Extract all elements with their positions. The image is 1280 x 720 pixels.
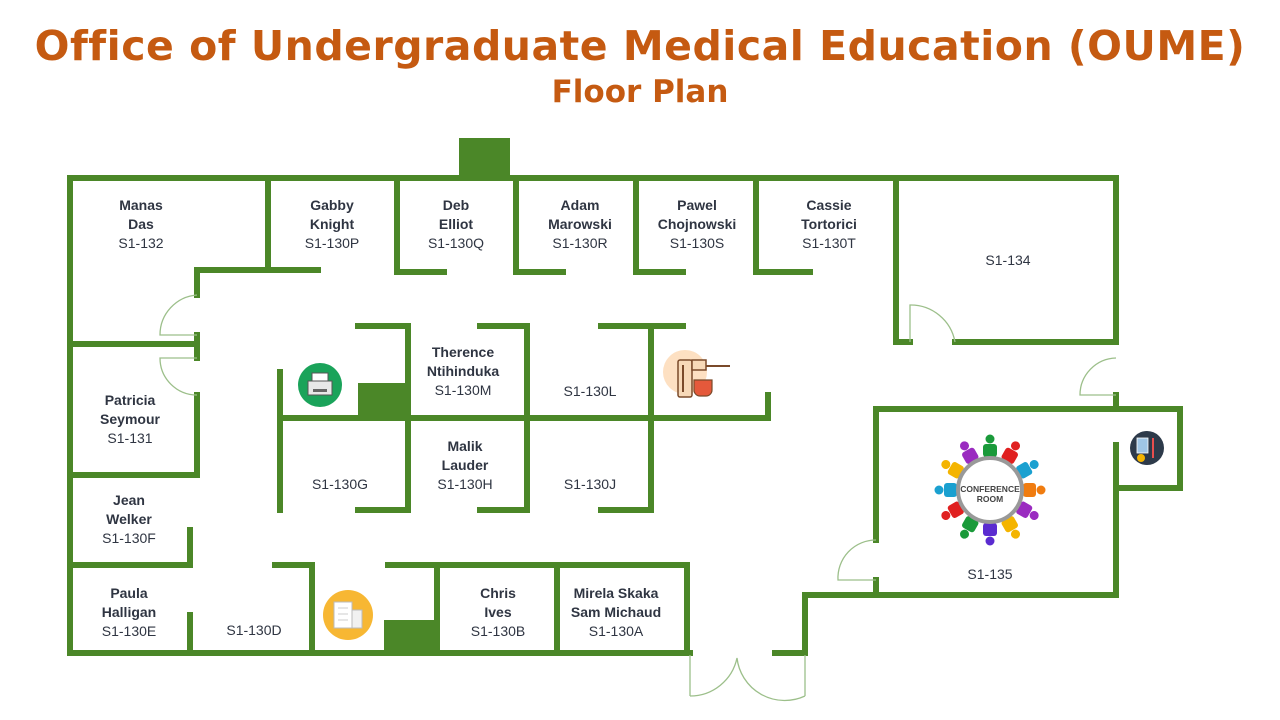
person-icon	[941, 501, 964, 520]
room-number: S1-130Q	[428, 235, 484, 251]
occupant-name: Ntihinduka	[427, 363, 500, 379]
occupant-name: Jean	[113, 492, 145, 508]
room-s1-130s: Pawel Chojnowski S1-130S	[658, 197, 737, 251]
walls	[67, 138, 1183, 656]
person-icon	[1016, 501, 1039, 520]
person-icon	[1016, 460, 1039, 479]
occupant-name: Ives	[484, 604, 511, 620]
printer-icon	[298, 363, 342, 407]
room-number: S1-130D	[226, 622, 281, 638]
occupant-name: Halligan	[102, 604, 156, 620]
room-number: S1-130B	[471, 623, 525, 639]
room-s1-130j: S1-130J	[564, 476, 616, 492]
room-number: S1-132	[118, 235, 163, 251]
room-number: S1-130F	[102, 530, 156, 546]
room-number: S1-130M	[435, 382, 492, 398]
occupant-name: Welker	[106, 511, 152, 527]
room-number: S1-135	[967, 566, 1012, 582]
occupant-name: Knight	[310, 216, 355, 232]
occupant-name: Das	[128, 216, 154, 232]
occupant-name: Sam Michaud	[571, 604, 661, 620]
room-number: S1-131	[107, 430, 152, 446]
room-number: S1-134	[985, 252, 1030, 268]
person-icon	[983, 434, 997, 457]
room-s1-131: Patricia Seymour S1-131	[100, 392, 160, 446]
occupant-name: Chris	[480, 585, 516, 601]
page-subtitle: Floor Plan	[551, 74, 729, 110]
column-block	[358, 383, 408, 418]
copier-icon	[323, 590, 373, 640]
room-s1-135: S1-135	[967, 566, 1012, 582]
occupant-name: Deb	[443, 197, 469, 213]
person-icon	[1023, 483, 1046, 497]
room-s1-130l: S1-130L	[564, 383, 617, 399]
occupant-name: Gabby	[310, 197, 354, 213]
room-s1-130f: Jean Welker S1-130F	[102, 492, 156, 546]
occupant-name: Marowski	[548, 216, 612, 232]
occupant-name: Mirela Skaka	[574, 585, 659, 601]
occupant-name: Tortorici	[801, 216, 857, 232]
room-number: S1-130G	[312, 476, 368, 492]
column-block	[384, 620, 437, 653]
occupant-name: Chojnowski	[658, 216, 737, 232]
room-number: S1-130S	[670, 235, 724, 251]
person-icon	[960, 516, 979, 539]
room-number: S1-130L	[564, 383, 617, 399]
room-s1-130q: Deb Elliot S1-130Q	[428, 197, 484, 251]
person-icon	[941, 460, 964, 479]
room-s1-130e: Paula Halligan S1-130E	[102, 585, 156, 639]
room-number: S1-130J	[564, 476, 616, 492]
page-title: Office of Undergraduate Medical Educatio…	[34, 22, 1246, 70]
room-s1-130t: Cassie Tortorici S1-130T	[801, 197, 857, 251]
room-number: S1-130T	[802, 235, 856, 251]
room-number: S1-130R	[552, 235, 607, 251]
room-s1-130a: Mirela Skaka Sam Michaud S1-130A	[571, 585, 661, 639]
occupant-name: Pawel	[677, 197, 717, 213]
supplies-icon	[1130, 431, 1164, 465]
room-number: S1-130A	[589, 623, 644, 639]
doors	[159, 294, 1117, 702]
room-number: S1-130H	[437, 476, 492, 492]
occupant-name: Patricia	[105, 392, 156, 408]
room-s1-130g: S1-130G	[312, 476, 368, 492]
conference-people-icon: CONFERENCE ROOM	[934, 434, 1046, 546]
room-s1-130p: Gabby Knight S1-130P	[305, 197, 359, 251]
occupant-name: Elliot	[439, 216, 474, 232]
person-icon	[960, 441, 979, 464]
occupant-name: Adam	[561, 197, 600, 213]
occupant-name: Lauder	[442, 457, 489, 473]
room-number: S1-130E	[102, 623, 156, 639]
occupant-name: Manas	[119, 197, 163, 213]
person-icon	[1001, 441, 1020, 464]
occupant-name: Paula	[110, 585, 148, 601]
occupant-name: Seymour	[100, 411, 160, 427]
person-icon	[983, 523, 997, 546]
room-s1-130b: Chris Ives S1-130B	[471, 585, 525, 639]
person-icon	[934, 483, 957, 497]
room-s1-130h: Malik Lauder S1-130H	[437, 438, 492, 492]
room-s1-130m: Therence Ntihinduka S1-130M	[427, 344, 500, 398]
coffee-maker-icon	[663, 350, 730, 398]
room-s1-134: S1-134	[985, 252, 1030, 268]
room-s1-130d: S1-130D	[226, 622, 281, 638]
room-s1-130r: Adam Marowski S1-130R	[548, 197, 612, 251]
person-icon	[1001, 516, 1020, 539]
conference-label: ROOM	[977, 494, 1003, 504]
occupant-name: Therence	[432, 344, 494, 360]
room-number: S1-130P	[305, 235, 359, 251]
occupant-name: Cassie	[806, 197, 851, 213]
column-block	[459, 138, 510, 178]
room-s1-132: Manas Das S1-132	[118, 197, 163, 251]
occupant-name: Malik	[447, 438, 482, 454]
conference-label: CONFERENCE	[960, 484, 1020, 494]
